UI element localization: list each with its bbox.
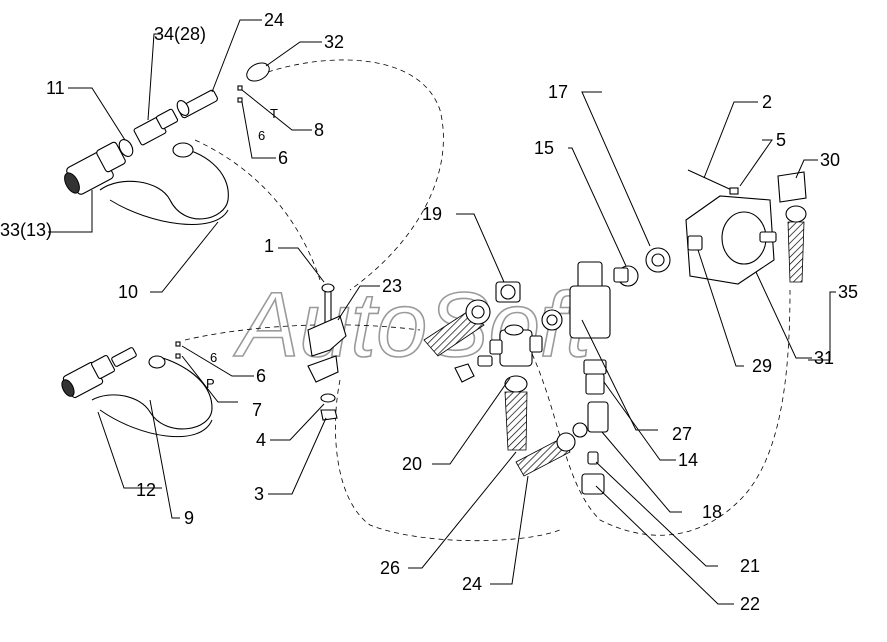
pump-group [685, 169, 807, 285]
dust-cap-upper [99, 142, 229, 225]
callout-1: 1 [264, 236, 274, 256]
adapter-14 [583, 359, 607, 395]
callout-24-top: 24 [264, 10, 284, 30]
tag-P [175, 353, 181, 359]
callout-19: 19 [422, 204, 442, 224]
pump-body-31 [685, 195, 777, 285]
valve-27 [541, 261, 611, 339]
tag-6-upper [237, 97, 243, 103]
callout-14: 14 [678, 450, 698, 470]
ferrule-21 [587, 451, 599, 465]
callout-33-13: 33(13) [0, 220, 52, 240]
callout-4: 4 [256, 430, 266, 450]
callout-7: 7 [252, 400, 262, 420]
bolt-2 [687, 169, 737, 193]
callout-17: 17 [548, 82, 568, 102]
bracket-assembly [307, 283, 347, 421]
seal-ring-upper [118, 139, 134, 157]
callout-6-upper: 6 [278, 148, 288, 168]
tee-fitting-20 [489, 324, 543, 367]
coupling-nipple-upper [133, 108, 179, 146]
callout-24-bottom: 24 [462, 574, 482, 594]
dust-cap-lower [91, 355, 213, 438]
elbow-19 [495, 281, 521, 303]
callout-21: 21 [740, 556, 760, 576]
callout-31: 31 [814, 348, 834, 368]
callout-18: 18 [702, 502, 722, 522]
washer-5 [729, 187, 739, 195]
callout-8: 8 [314, 120, 324, 140]
inline-marks: T 6 6 P [206, 106, 278, 391]
callout-30: 30 [820, 150, 840, 170]
hose-fitting-upper [176, 89, 218, 119]
hose-35 [785, 205, 807, 283]
clip-ring-32 [246, 62, 270, 82]
coupling-nipple-lower [111, 347, 137, 367]
upper-coupling-group [64, 62, 270, 225]
callout-26: 26 [380, 558, 400, 578]
bracket-23 [307, 315, 347, 357]
hose-24-lower [515, 437, 571, 477]
mark-P: P [206, 376, 215, 391]
elbow-18 [572, 401, 609, 438]
bolt-1 [324, 287, 332, 325]
callout-3: 3 [254, 484, 264, 504]
callout-10: 10 [118, 282, 138, 302]
callout-29: 29 [752, 356, 772, 376]
fitting-17 [645, 247, 671, 273]
callout-labels: 11 34(28) 24 32 8 6 33(13) 10 1 23 6 7 4… [0, 10, 858, 614]
watermark-text: AutoSoft [233, 274, 594, 376]
callout-11: 11 [46, 78, 65, 98]
callout-20: 20 [402, 454, 422, 474]
lower-coupling-group [61, 341, 213, 438]
nut-left-small [454, 363, 475, 383]
nut-3 [320, 409, 338, 421]
callout-22: 22 [740, 594, 760, 614]
callout-5: 5 [776, 130, 786, 150]
quick-coupling-upper [64, 141, 126, 195]
nut-26 [504, 375, 528, 393]
leader-lines [48, 19, 836, 605]
callout-34-28: 34(28) [154, 24, 206, 44]
hose-routes [184, 59, 791, 542]
manifold-group [423, 247, 671, 495]
tag-6-lower [175, 341, 181, 347]
hose-nut-center [465, 299, 491, 325]
callout-23: 23 [382, 276, 402, 296]
mark-T: T [270, 106, 278, 121]
hose-26 [504, 391, 528, 451]
quick-coupling-lower [61, 354, 116, 399]
bracket-30 [777, 171, 807, 203]
callout-12: 12 [136, 480, 156, 500]
mark-6-top: 6 [258, 128, 265, 143]
callout-6-lower: 6 [256, 366, 266, 386]
washer-4 [320, 393, 336, 403]
callout-35: 35 [838, 282, 858, 302]
callout-9: 9 [184, 508, 194, 528]
callout-32: 32 [324, 32, 344, 52]
callout-2: 2 [762, 92, 772, 112]
callout-27: 27 [672, 424, 692, 444]
hose-hatched-center [423, 309, 485, 357]
fitting-15 [613, 265, 639, 287]
tag-T [237, 85, 243, 91]
callout-15: 15 [534, 138, 554, 158]
adapter-small [477, 355, 493, 367]
flange-29 [687, 235, 703, 251]
mark-6-mid: 6 [210, 350, 217, 365]
